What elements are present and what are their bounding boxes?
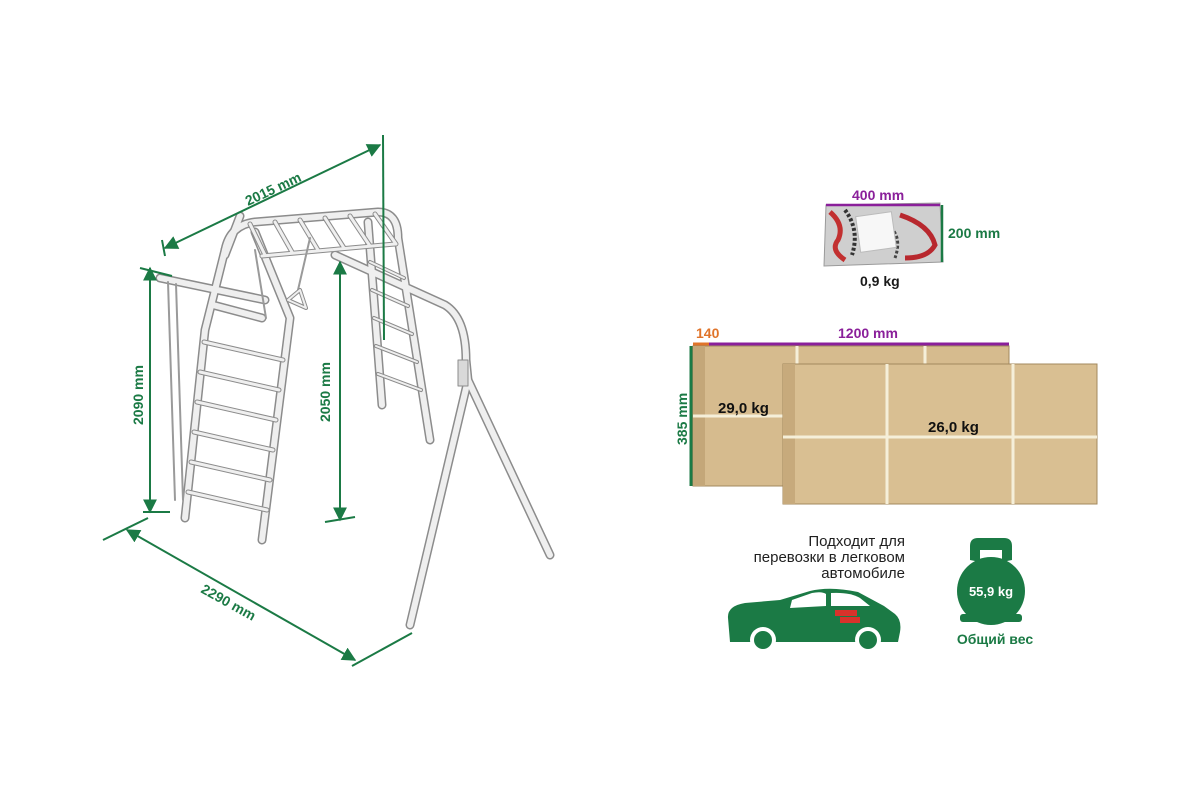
- transport-note-line-3: автомобиле: [821, 565, 905, 582]
- width-dimension-label: 2015 mm: [243, 169, 304, 209]
- transport-note-line-2: перевозки в легковом: [753, 549, 905, 566]
- box-length-label: 1200 mm: [838, 325, 898, 341]
- package-weight-label: 0,9 kg: [860, 273, 900, 289]
- box-2: [782, 363, 1098, 505]
- height-dimension-label: 2090 mm: [130, 365, 146, 425]
- transport-note: Подходит для перевозки в легковом автомо…: [730, 534, 905, 582]
- box-depth-label: 140: [696, 325, 720, 341]
- dimension-lines: [102, 134, 413, 667]
- kettlebell-icon: [957, 538, 1025, 625]
- box-dimension-lines: [689, 342, 1009, 486]
- package-width-label: 400 mm: [852, 187, 904, 203]
- inner-height-dimension-label: 2050 mm: [317, 362, 333, 422]
- box-1-weight: 29,0 kg: [718, 400, 769, 417]
- car-icon: [727, 588, 901, 653]
- total-weight-value: 55,9 kg: [969, 584, 1013, 599]
- total-weight-caption: Общий вес: [956, 631, 1034, 647]
- package-height-label: 200 mm: [948, 225, 1000, 241]
- rope-ladder-package: [823, 202, 944, 267]
- box-height-label: 385 mm: [674, 393, 690, 445]
- box-2-weight: 26,0 kg: [928, 419, 979, 436]
- transport-note-line-1: Подходит для: [808, 533, 905, 550]
- playground-frame: [155, 207, 555, 630]
